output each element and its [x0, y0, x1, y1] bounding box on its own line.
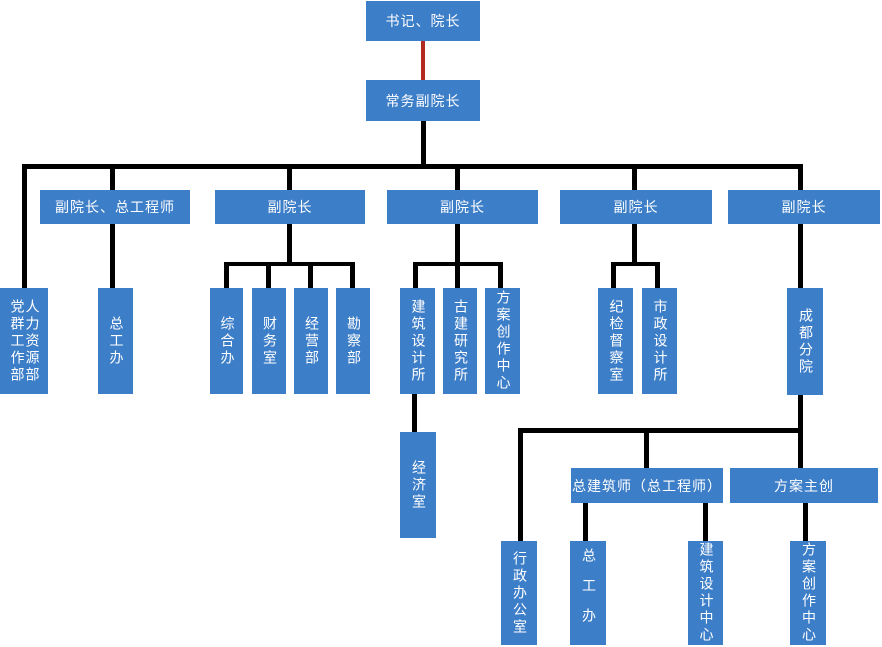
org-node-chief-eng-office-label: 总工办 [107, 315, 124, 367]
org-node-municipal-design-institute-label: 市政设计所 [651, 298, 668, 384]
org-node-concept-lead-label: 方案主创 [774, 478, 834, 495]
connector-vp4-top [632, 164, 637, 190]
connector-conceptcenter2-drop [803, 503, 808, 541]
org-node-ancient-arch-institute-label: 古建研究所 [452, 298, 468, 384]
org-node-vp-5: 副院长 [728, 190, 880, 224]
org-node-root-label: 书记、院长 [385, 14, 461, 30]
org-node-municipal-design-institute: 市政设计所 [642, 288, 677, 394]
org-node-vp-chief-engineer-label: 副院长、总工程师 [55, 200, 175, 216]
org-node-economy-office: 经济室 [400, 432, 436, 538]
org-node-chief-eng-office-2: 总工办 [570, 541, 606, 645]
org-node-concept-creation-center: 方案创作中心 [485, 288, 520, 394]
org-node-discipline-office-label: 纪检督察室 [607, 298, 624, 384]
connector-exec-down [421, 120, 426, 166]
org-node-finance-office: 财务室 [252, 288, 286, 394]
org-node-business-dept-label: 经营部 [303, 315, 319, 367]
org-node-arch-design-institute-label: 建筑设计所 [409, 298, 426, 384]
org-node-vp-5-label: 副院长 [781, 200, 827, 216]
org-node-chief-eng-office-2-label: 总工办 [580, 548, 596, 638]
org-node-concept-creation-center-2-label: 方案创作中心 [800, 542, 816, 644]
connector-vp1-bottom [110, 224, 115, 288]
org-node-vp-4-label: 副院长 [613, 200, 659, 216]
org-node-business-dept: 经营部 [294, 288, 328, 394]
org-node-general-affairs-label: 综合办 [218, 315, 235, 367]
org-node-root: 书记、院长 [366, 1, 480, 41]
connector-dual-drop [22, 164, 27, 288]
org-node-vp-4: 副院长 [560, 190, 712, 224]
org-node-vp-3-label: 副院长 [440, 200, 485, 216]
connector-archcenter-drop [703, 503, 708, 541]
connector-group2-stub4 [350, 262, 355, 288]
connector-economy-drop [412, 393, 417, 432]
org-node-chief-eng-office: 总工办 [98, 288, 133, 394]
connector-vp3-bottom [455, 224, 460, 264]
org-node-discipline-office: 纪检督察室 [598, 288, 633, 394]
connector-vp5-top [798, 164, 803, 190]
connector-admin-drop [518, 428, 523, 541]
connector-group2-stub3 [308, 262, 313, 288]
org-node-survey-dept: 勘察部 [336, 288, 370, 394]
connector-group3-stub1 [413, 262, 418, 288]
connector-group4-stub1 [611, 262, 616, 288]
connector-conceptlead-drop [798, 428, 803, 468]
connector-group2-horizontal [224, 262, 355, 266]
org-node-chengdu-branch: 成都分院 [787, 288, 823, 395]
connector-chiefengoffice2-drop [583, 503, 588, 541]
connector-group3-stub2 [455, 262, 460, 288]
org-node-concept-creation-center-2: 方案创作中心 [790, 541, 826, 645]
org-node-chief-architect: 总建筑师（总工程师） [571, 468, 723, 503]
connector-group2-stub1 [224, 262, 229, 288]
connector-root-exec [421, 41, 425, 81]
org-node-ancient-arch-institute: 古建研究所 [443, 288, 477, 394]
connector-group4-horizontal [611, 262, 660, 266]
connector-group3-stub3 [498, 262, 503, 288]
org-node-vp-2-label: 副院长 [267, 200, 313, 216]
connector-group2-stub2 [266, 262, 271, 288]
org-node-concept-creation-center-label: 方案创作中心 [494, 290, 511, 392]
org-node-exec-vice-dean-label: 常务副院长 [385, 93, 461, 110]
org-node-vp-chief-engineer: 副院长、总工程师 [40, 190, 190, 224]
connector-vp4-bottom [632, 224, 637, 264]
connector-vp5-bottom [798, 224, 803, 288]
org-node-economy-office-label: 经济室 [410, 459, 426, 511]
connector-vp3-top [455, 164, 460, 190]
org-node-party-mass-label: 党群工作部 [8, 298, 25, 384]
org-node-arch-design-institute: 建筑设计所 [400, 288, 435, 394]
org-node-exec-vice-dean: 常务副院长 [366, 80, 480, 121]
org-node-finance-office-label: 财务室 [261, 315, 277, 367]
connector-chengdu-down [798, 395, 803, 432]
org-node-arch-design-center-label: 建筑设计中心 [697, 542, 714, 644]
org-node-arch-design-center: 建筑设计中心 [688, 541, 723, 645]
org-node-admin-office: 行政办公室 [501, 541, 537, 645]
org-node-survey-dept-label: 勘察部 [345, 315, 361, 367]
org-node-concept-lead: 方案主创 [730, 468, 878, 503]
connector-chengdu-horizontal [518, 428, 803, 433]
connector-chiefarch-drop [644, 428, 649, 468]
connector-vp1-top [110, 164, 115, 190]
org-node-admin-office-label: 行政办公室 [511, 550, 527, 636]
org-node-party-mass-hr: 党群工作部 人力资源部 [0, 288, 48, 394]
org-node-vp-3: 副院长 [387, 190, 538, 224]
connector-group4-stub2 [655, 262, 660, 288]
org-node-chief-architect-label: 总建筑师（总工程师） [572, 478, 722, 495]
connector-vp2-bottom [287, 224, 292, 264]
org-node-chengdu-branch-label: 成都分院 [797, 307, 813, 376]
org-node-general-affairs: 综合办 [210, 288, 243, 394]
connector-main-horizontal [22, 164, 803, 169]
org-node-vp-2: 副院长 [215, 190, 365, 224]
connector-vp2-top [287, 164, 292, 190]
org-node-hr-label: 人力资源部 [23, 298, 40, 384]
